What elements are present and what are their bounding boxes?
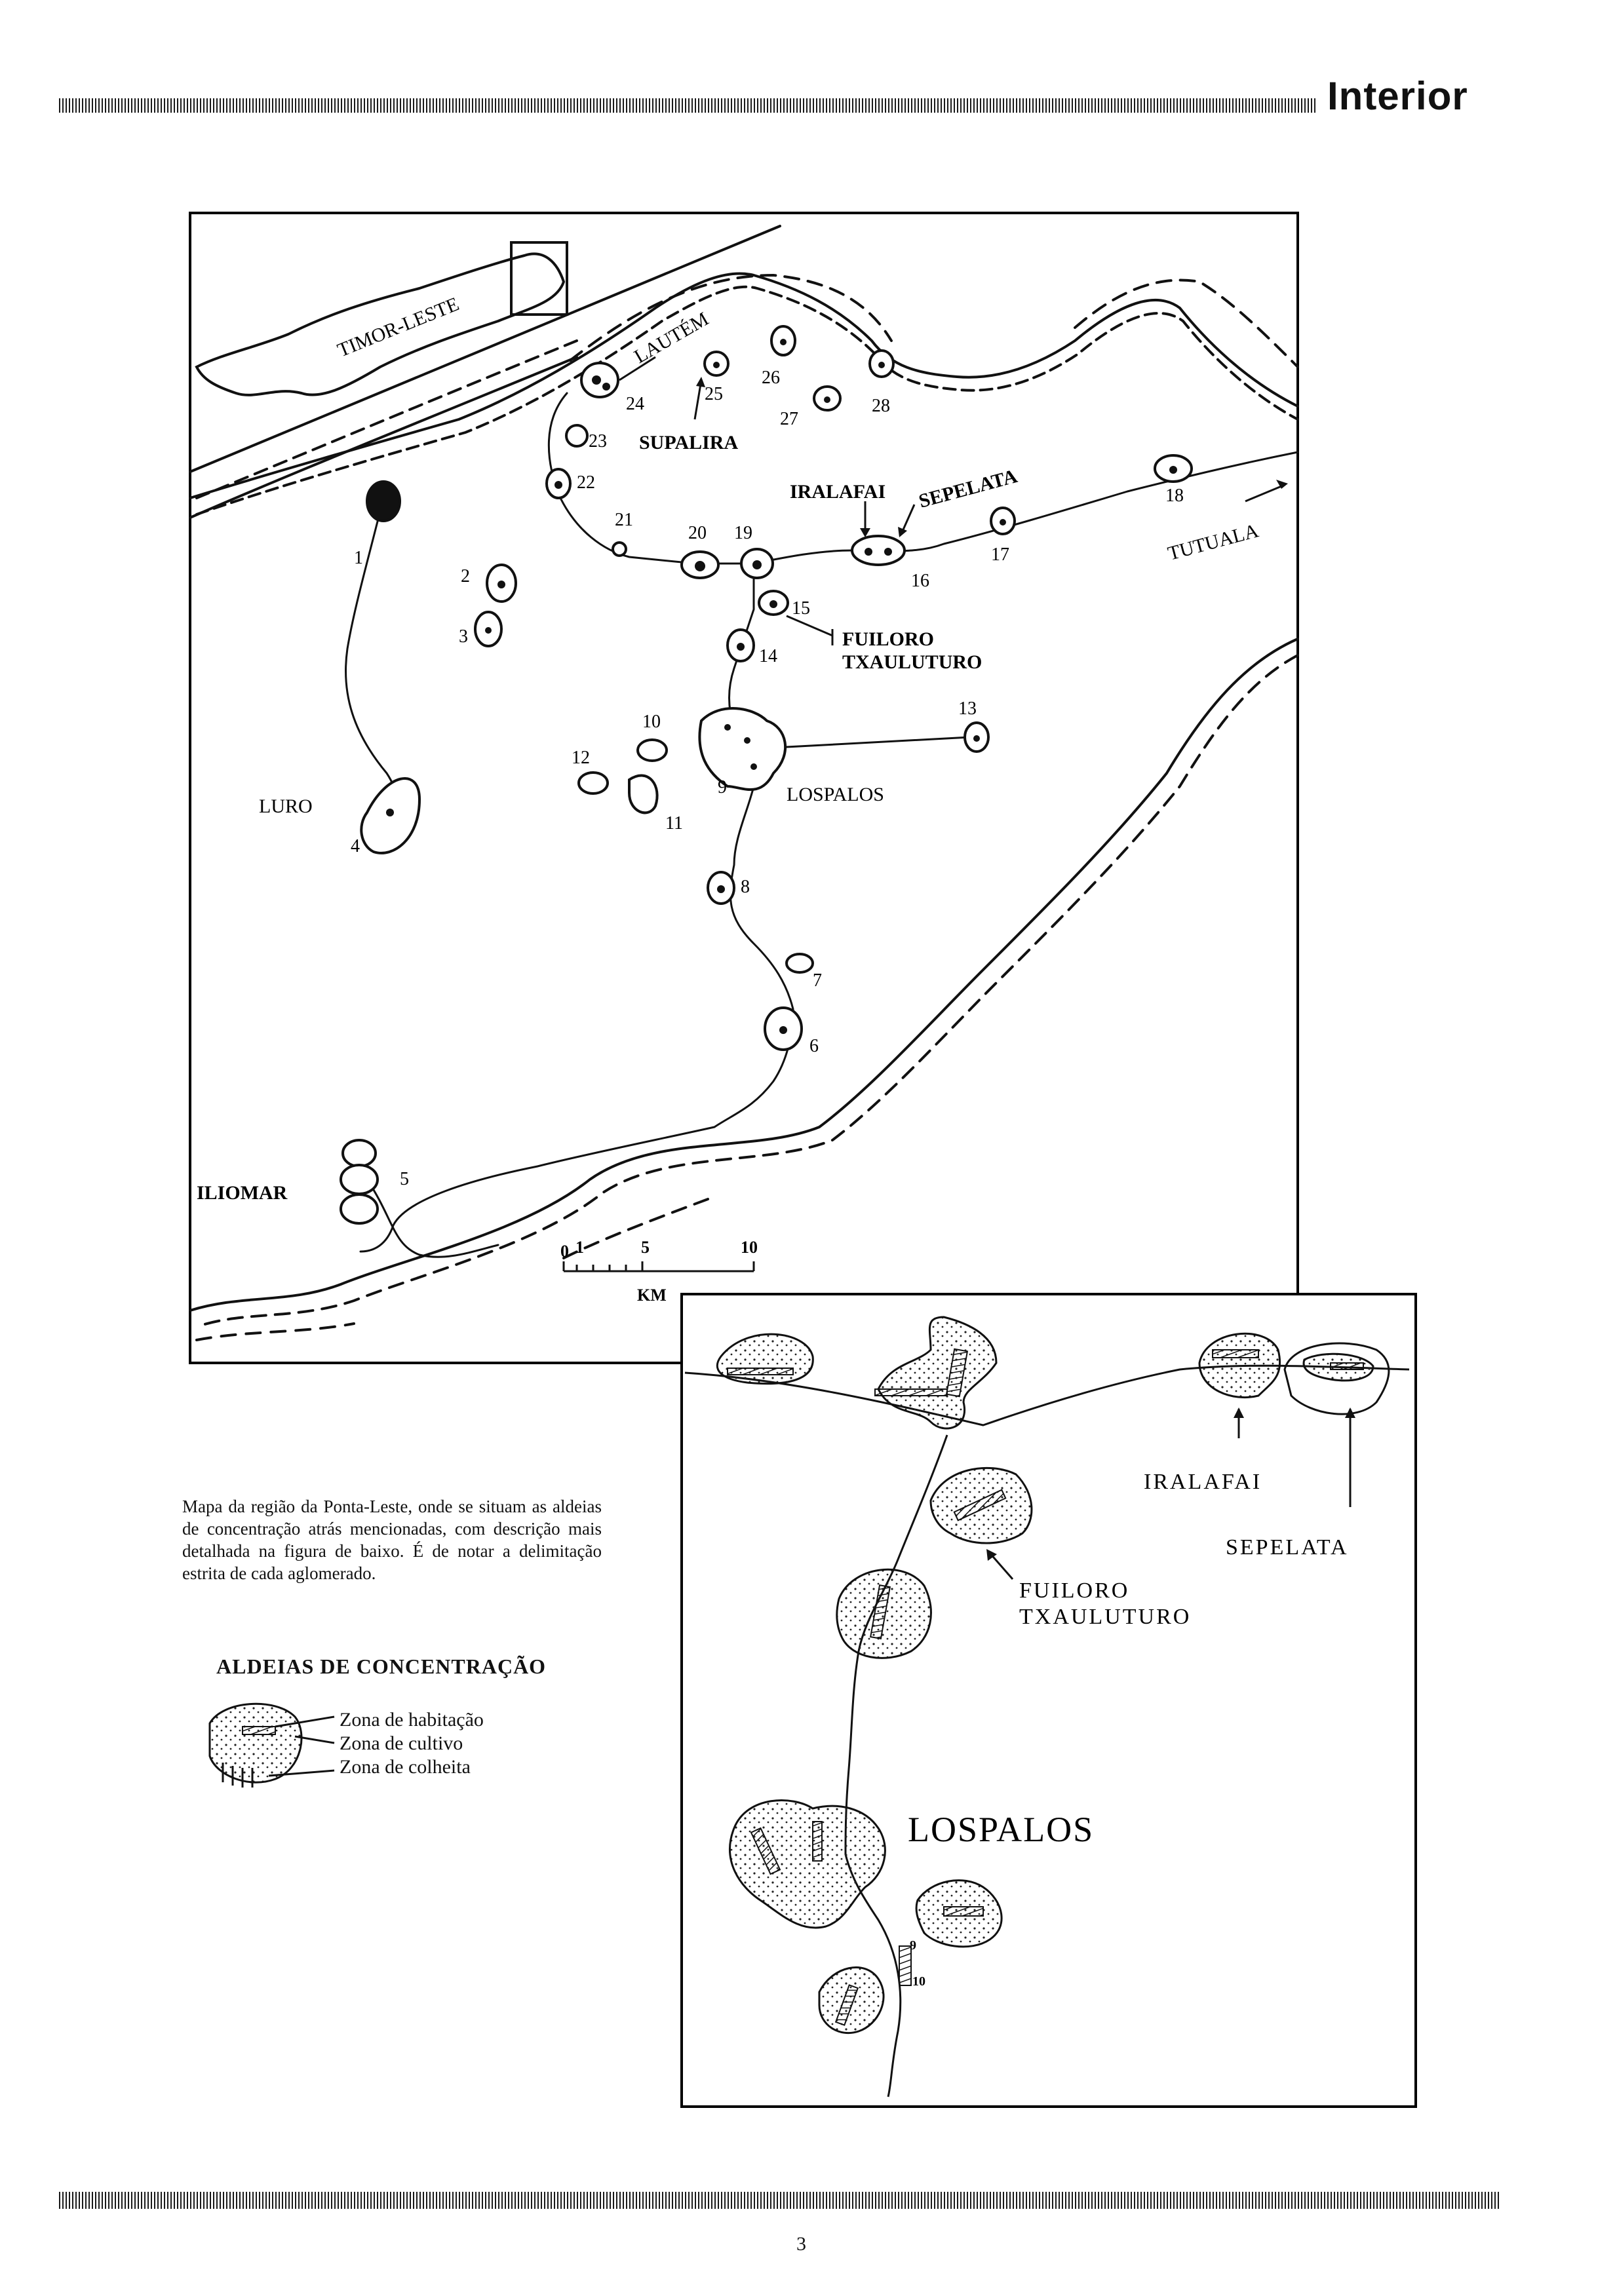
scale-tick-label: 10 xyxy=(741,1238,758,1257)
inset-label-iralafai: IRALAFAI xyxy=(1144,1470,1262,1494)
village-number: 20 xyxy=(688,523,707,543)
footer-band xyxy=(59,2192,1501,2209)
legend-item-cultivo: Zona de cultivo xyxy=(340,1732,463,1754)
village-number: 15 xyxy=(792,598,810,619)
village-number: 12 xyxy=(572,748,590,768)
inset-village-2 xyxy=(877,1316,998,1430)
label-iralafai: IRALAFAI xyxy=(790,481,885,503)
label-iliomar: ILIOMAR xyxy=(197,1182,288,1204)
north-coast-shore xyxy=(195,285,1299,516)
village-number: 13 xyxy=(958,698,977,719)
inset-sepelata-village xyxy=(1283,1342,1390,1415)
south-shore-outer xyxy=(562,1198,709,1259)
village-number: 18 xyxy=(1165,486,1184,506)
village-number: 24 xyxy=(626,394,644,414)
village-number: 5 xyxy=(400,1169,409,1189)
village-16 xyxy=(851,535,906,566)
village-number: 23 xyxy=(589,431,607,451)
village-number: 27 xyxy=(780,409,798,429)
label-luro: LURO xyxy=(259,795,313,817)
village-23 xyxy=(565,424,589,448)
village-number: 25 xyxy=(705,384,723,404)
village-number: 17 xyxy=(991,545,1009,565)
village-number: 22 xyxy=(577,472,595,493)
legend-item-colheita: Zona de colheita xyxy=(340,1756,471,1778)
map-caption: Mapa da região da Ponta-Leste, onde se s… xyxy=(182,1497,602,1583)
scale-bar xyxy=(562,1261,755,1272)
village-1 xyxy=(366,480,401,522)
inset-marker: 10 xyxy=(912,1974,925,1989)
label-txaulituro: TXAULUTURO xyxy=(842,651,982,673)
village-number: 8 xyxy=(741,877,750,897)
south-shore xyxy=(195,654,1299,1328)
scale-tick-label: 0 xyxy=(560,1242,569,1261)
south-coastline xyxy=(189,638,1299,1312)
inset-lospalos-cluster xyxy=(729,1799,886,1929)
village-number: 11 xyxy=(665,813,683,833)
north-coastline xyxy=(189,272,1299,499)
north-coast-reef xyxy=(569,273,893,362)
inset-road-main xyxy=(844,1434,948,2097)
label-fuiloro: FUILORO xyxy=(842,628,934,650)
village-number: 4 xyxy=(351,836,360,856)
scale-tick-label: 1 xyxy=(575,1238,584,1257)
timor-island-outline xyxy=(195,252,566,396)
inset-label-lospalos: LOSPALOS xyxy=(908,1810,1094,1849)
inset-marker: 9 xyxy=(910,1938,916,1953)
north-coast-reef-east xyxy=(1074,278,1299,368)
timor-locator-box xyxy=(510,241,568,316)
section-title: Interior xyxy=(1327,74,1468,118)
village-number: 26 xyxy=(762,368,780,388)
village-10 xyxy=(636,738,668,762)
label-supalira: SUPALIRA xyxy=(639,432,738,453)
village-number: 3 xyxy=(459,626,468,647)
inset-map-frame xyxy=(680,1293,1417,2108)
village-number: 2 xyxy=(461,566,470,586)
village-5c xyxy=(340,1193,379,1225)
northwest-coast xyxy=(189,225,781,473)
scale-unit: KM xyxy=(637,1286,667,1305)
northwest-shore xyxy=(195,339,578,499)
village-number: 9 xyxy=(718,777,727,797)
village-number: 7 xyxy=(813,970,822,991)
inset-label-txaulituro: TXAULUTURO xyxy=(1019,1605,1191,1629)
village-7 xyxy=(785,953,814,974)
page-number: 3 xyxy=(796,2233,806,2255)
legend-item-habitacao: Zona de habitação xyxy=(340,1709,484,1731)
label-lospalos: LOSPALOS xyxy=(787,784,884,805)
header-band xyxy=(59,98,1317,113)
inset-iralafai-village xyxy=(1198,1332,1281,1399)
village-number: 10 xyxy=(642,712,661,732)
legend-title: ALDEIAS DE CONCENTRAÇÃO xyxy=(216,1655,547,1678)
village-number: 14 xyxy=(759,646,777,666)
road-iliomar xyxy=(366,1178,499,1258)
village-9-10-cluster xyxy=(698,707,787,791)
village-number: 16 xyxy=(911,571,929,591)
legend-symbol xyxy=(208,1702,335,1788)
village-21 xyxy=(612,541,627,557)
road-13 xyxy=(785,736,971,748)
inset-label-fuiloro: FUILORO xyxy=(1019,1578,1129,1603)
village-12 xyxy=(577,771,609,795)
village-number: 19 xyxy=(734,523,752,543)
village-number: 21 xyxy=(615,510,633,530)
village-number: 28 xyxy=(872,396,890,416)
scale-tick-label: 5 xyxy=(641,1238,650,1257)
village-11 xyxy=(628,774,659,814)
south-shore-lower xyxy=(195,1322,355,1341)
village-number: 1 xyxy=(354,548,363,568)
inset-label-sepelata: SEPELATA xyxy=(1226,1535,1349,1559)
village-number: 6 xyxy=(809,1036,819,1056)
northwest-coast-2 xyxy=(189,356,578,519)
